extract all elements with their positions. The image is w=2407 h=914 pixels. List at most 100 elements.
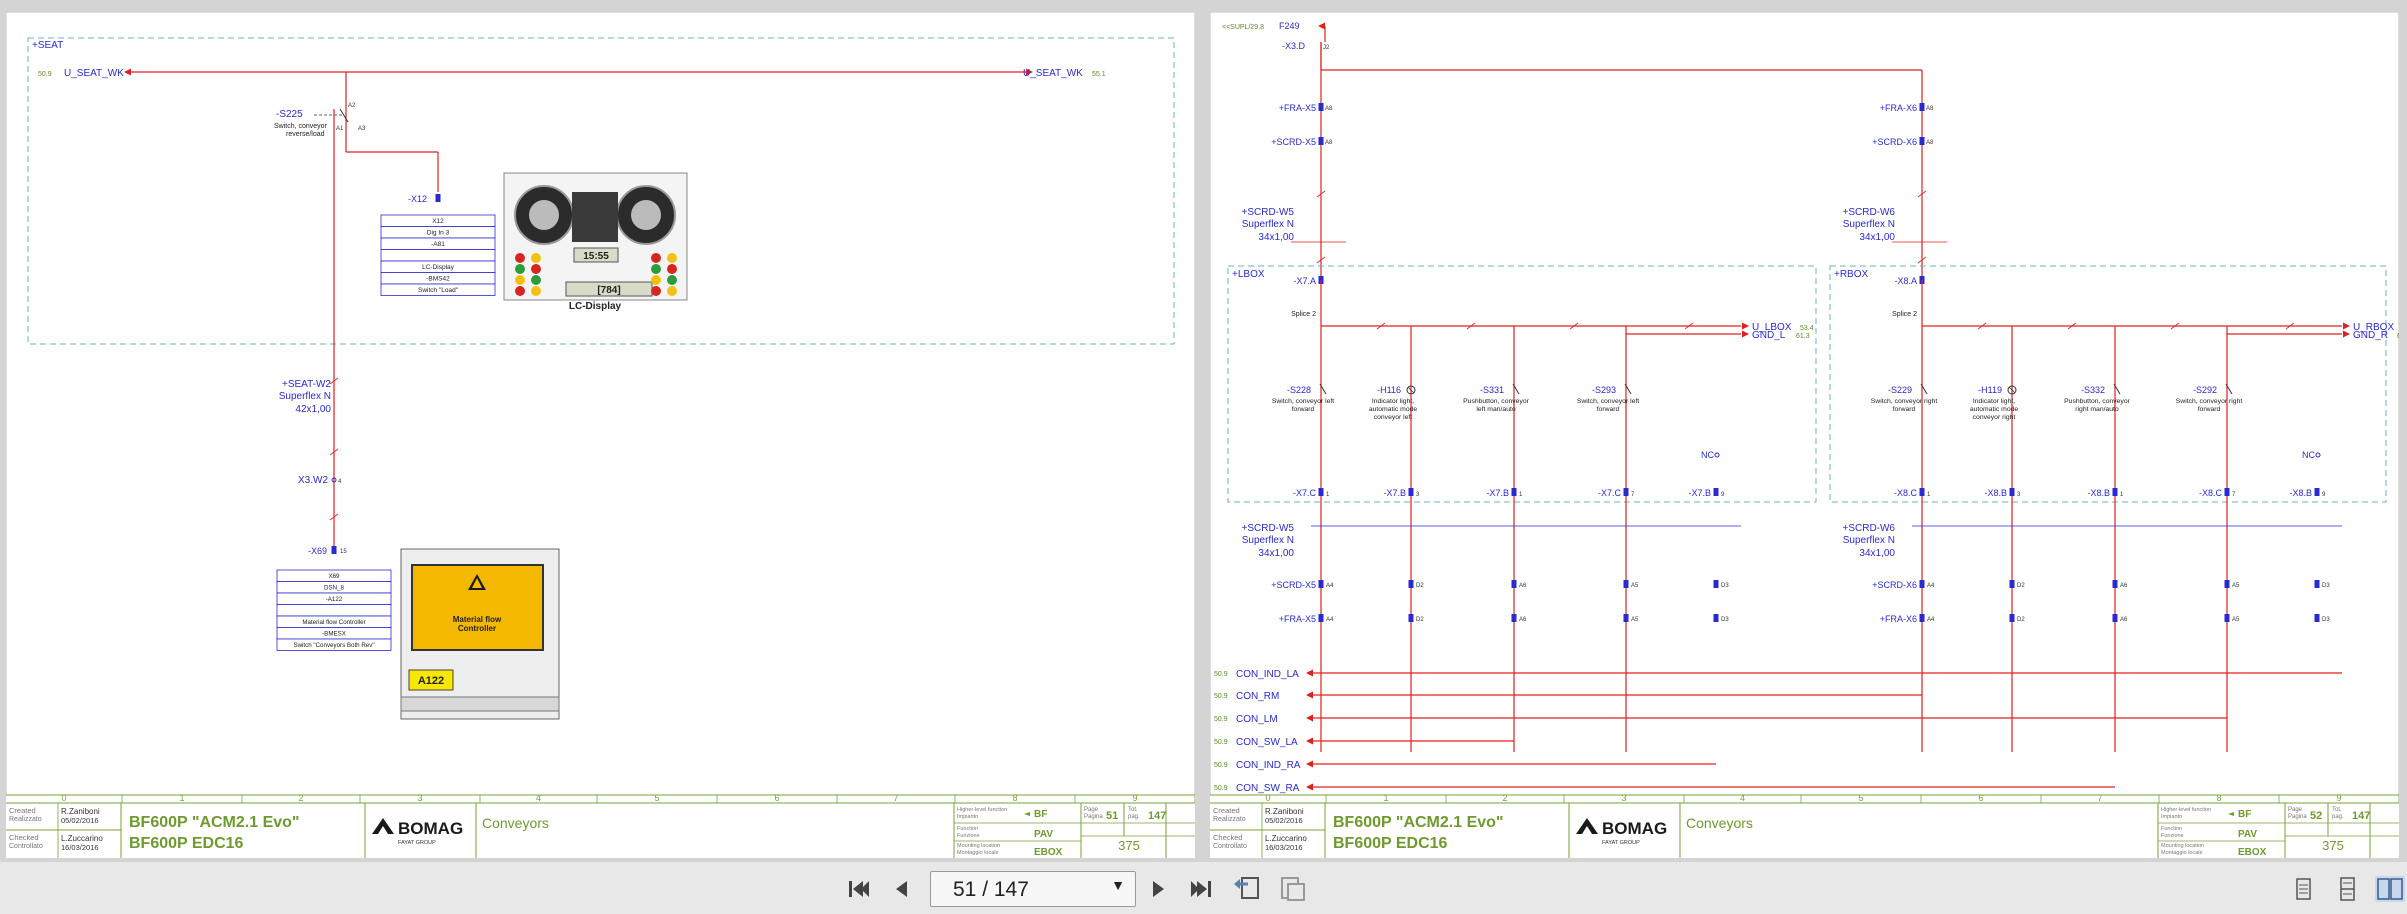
- mounting-label-it: Montaggio locale: [2161, 850, 2203, 856]
- signal-ref: 50.9: [1214, 785, 1228, 792]
- section-name: Conveyors: [482, 815, 549, 831]
- continuous-view-button[interactable]: [2332, 876, 2362, 902]
- box-terminal-id: -X8.A: [1894, 276, 1917, 286]
- scrd-cable-name: +SCRD-W6: [1842, 207, 1895, 218]
- box-bottom-terminal: [1623, 488, 1629, 496]
- checked-label: Checked: [9, 833, 39, 842]
- mounting-label: Mounting location: [957, 843, 1000, 849]
- single-page-view-icon: [2296, 878, 2311, 900]
- scrd-bottom-terminal: [2009, 580, 2015, 588]
- ruler-column-number: 5: [1858, 793, 1863, 803]
- higher-level-label-it: Impianto: [957, 814, 978, 820]
- page-back-button[interactable]: [1232, 874, 1262, 902]
- scrd-cable-type: Superflex N: [1242, 219, 1294, 230]
- checked-label: Checked: [1213, 833, 1243, 842]
- pin-label: 7: [1631, 492, 1635, 498]
- con-signal-arrow-icon: [1306, 760, 1313, 768]
- brand-name: BOMAG: [1602, 819, 1667, 838]
- pin-label: D2: [1416, 583, 1424, 589]
- device-desc: Pushbutton, conveyor: [2064, 398, 2130, 405]
- pin-label: D3: [2322, 617, 2330, 623]
- checked-by: L.Zuccarino: [61, 834, 103, 843]
- higher-level-value: BF: [2238, 809, 2251, 820]
- last-page-button[interactable]: [1187, 878, 1217, 900]
- mounting-label-it: Montaggio locale: [957, 850, 999, 856]
- device-desc: right man/auto: [2075, 406, 2119, 413]
- device-desc: Pushbutton, conveyor: [1463, 398, 1529, 405]
- first-page-button[interactable]: [843, 878, 873, 900]
- single-page-view-button[interactable]: [2288, 876, 2318, 902]
- function-label-it: Funzione: [957, 833, 980, 839]
- function-value: PAV: [2238, 829, 2257, 840]
- next-page-button[interactable]: [1143, 878, 1173, 900]
- signal-ref: 50.9: [1214, 671, 1228, 678]
- signal-ref: 55.1: [1092, 71, 1106, 78]
- pin-label: 4: [338, 479, 342, 485]
- x12-terminal: [435, 194, 441, 202]
- scrd-bottom-terminal: [1408, 580, 1414, 588]
- page-selector[interactable]: 51 / 147 ▼: [930, 871, 1136, 907]
- drawing-title-2: BF600P EDC16: [1333, 835, 1448, 852]
- connector-terminal: [1318, 137, 1324, 145]
- signal-ref: 50.9: [1214, 716, 1228, 723]
- connector-terminal: [1919, 103, 1925, 111]
- sheet-number: 375: [1118, 838, 1140, 853]
- lc-button: [531, 253, 541, 263]
- box-bottom-terminal-id: -X7.B: [1383, 488, 1406, 498]
- seat-cable-type: Superflex N: [279, 391, 331, 402]
- indicator-cross: [1407, 386, 1415, 394]
- previous-page-button[interactable]: [887, 878, 917, 900]
- device-id: -S292: [2193, 385, 2217, 395]
- page-border: [1210, 12, 2399, 858]
- pin-label: A5: [2232, 617, 2240, 623]
- ruler-column-number: 1: [1383, 793, 1388, 803]
- page-forward-button[interactable]: [1278, 874, 1308, 902]
- box-bottom-terminal: [2314, 488, 2320, 496]
- wire-break-mark: [1569, 322, 1579, 330]
- bomag-logo-icon-inner: [378, 826, 388, 834]
- brand-subtitle: FAYAT GROUP: [1602, 840, 1640, 846]
- pin-label: 7: [2232, 492, 2236, 498]
- ruler-column-number: 3: [1621, 793, 1626, 803]
- switch-contact: [1920, 383, 1928, 395]
- page-border: [6, 12, 1195, 858]
- pin-label: A8: [1325, 106, 1333, 112]
- higher-level-label: Higher-level function: [957, 807, 1007, 813]
- created-by: R.Zaniboni: [1265, 807, 1304, 816]
- wire-break-mark: [329, 448, 339, 456]
- scrd-cable-name: +SCRD-W6: [1842, 523, 1895, 534]
- scrd-bottom-terminal: [1511, 580, 1517, 588]
- x69-row-text: -BMESX: [322, 631, 346, 638]
- lc-button: [651, 286, 661, 296]
- x69-terminal: [331, 546, 337, 554]
- page-back-icon: [1234, 877, 1259, 899]
- ruler-column-number: 1: [179, 793, 184, 803]
- device-desc: forward: [1597, 406, 1620, 413]
- connector-id: +FRA-X6: [1880, 103, 1917, 113]
- signal-ref: 61.3: [1796, 333, 1810, 340]
- x12-row-text: Dig In 3: [427, 230, 450, 237]
- indicator-light-icon: [1406, 385, 1416, 395]
- chevron-down-icon: ▼: [1111, 877, 1125, 893]
- mfc-label: Controller: [458, 624, 496, 633]
- title-block-area: [6, 795, 1195, 858]
- u-box-arrow-icon: [1742, 322, 1749, 330]
- f249-label: F249: [1279, 21, 1300, 31]
- wire-break-mark: [2285, 322, 2295, 330]
- signal-ref: 50.9: [1214, 762, 1228, 769]
- mfc-connector-strip: [400, 696, 560, 712]
- scrd-cable-size: 34x1,00: [1859, 232, 1895, 243]
- device-desc: Indicator light,: [1372, 398, 1414, 405]
- two-page-view-button[interactable]: [2375, 876, 2405, 902]
- pin-label: A4: [1927, 583, 1935, 589]
- section-name: Conveyors: [1686, 815, 1753, 831]
- fra-bottom-terminal: [2314, 614, 2320, 622]
- scrd-bottom-terminal: [1623, 580, 1629, 588]
- gnd-box-label: GND_R: [2353, 330, 2388, 341]
- checked-date: 16/03/2016: [61, 843, 99, 852]
- scrd-bottom-terminal: [1713, 580, 1719, 588]
- ruler-column-number: 5: [654, 793, 659, 803]
- equals-marker: [2228, 812, 2234, 816]
- lc-button: [651, 253, 661, 263]
